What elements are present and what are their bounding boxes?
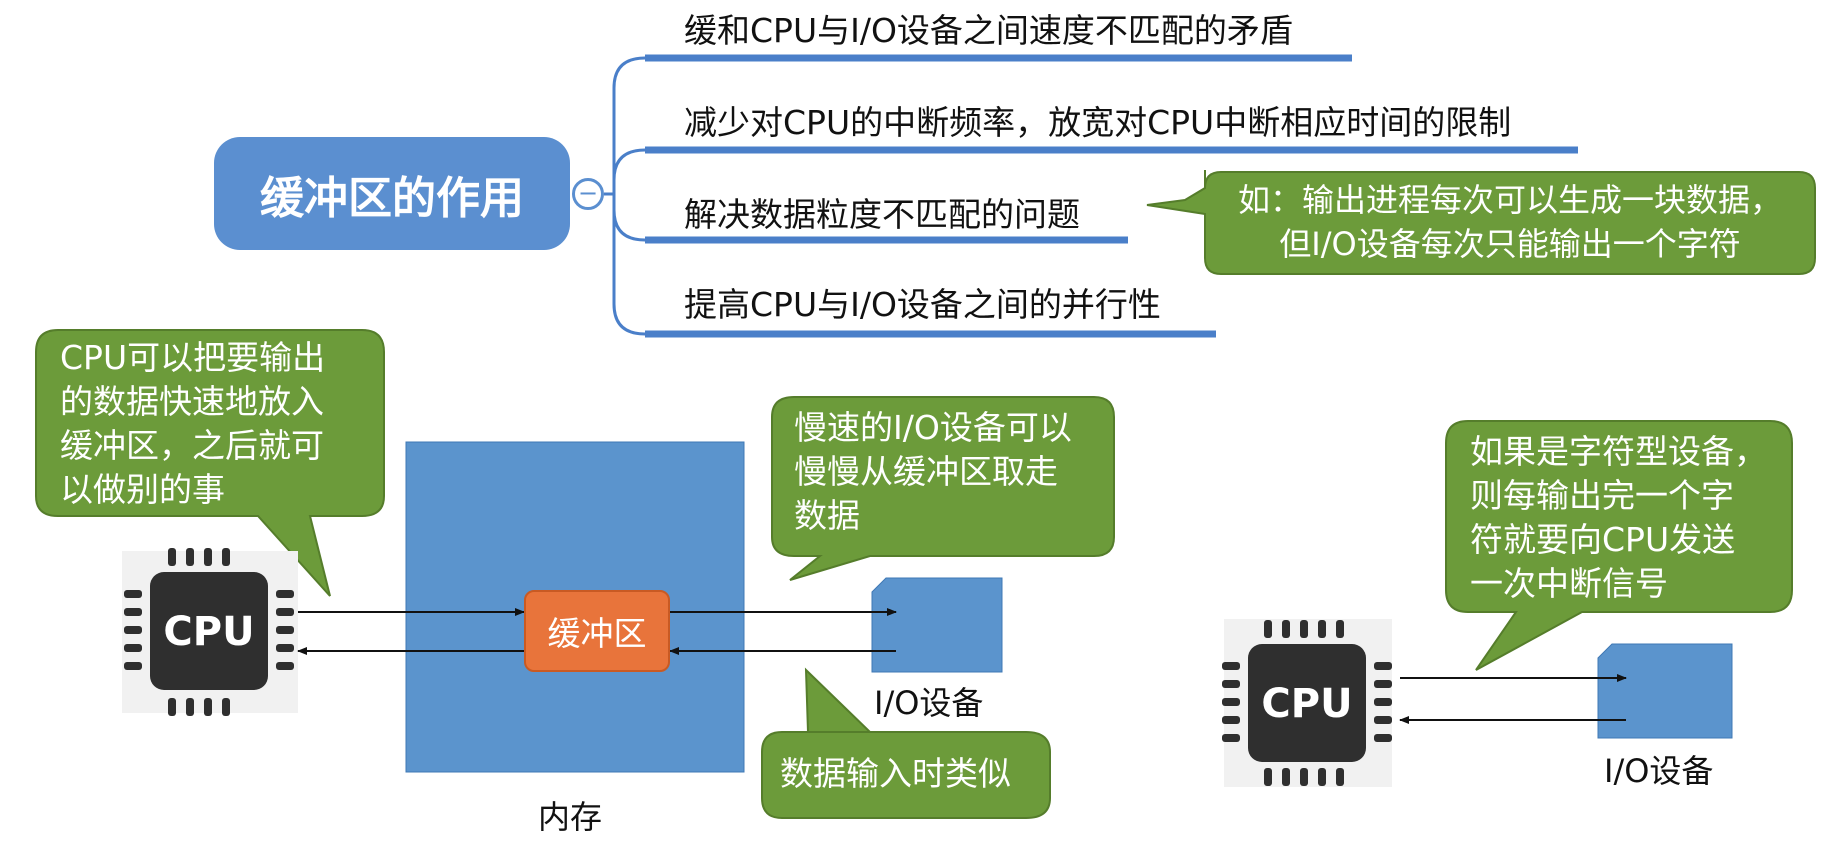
collapse-button[interactable]: − [572, 178, 604, 210]
branch-2[interactable]: 减少对CPU的中断频率，放宽对CPU中断相应时间的限制 [684, 103, 1512, 142]
cpu-label-right: CPU [1261, 681, 1352, 727]
bubble-line: 以做别的事 [60, 470, 225, 509]
buffer-box: 缓冲区 [524, 590, 670, 672]
buffer-label: 缓冲区 [547, 614, 647, 653]
bubble-line: CPU可以把要输出 [60, 338, 326, 377]
note-line: 但I/O设备每次只能输出一个字符 [1279, 225, 1741, 263]
branch-underlines [645, 54, 1578, 338]
cpu-chip-icon: CPU [122, 548, 298, 716]
bubble-line: 如果是字符型设备， [1470, 432, 1767, 471]
bubble-line: 则每输出完一个字 [1470, 476, 1734, 515]
note-bubble [1146, 169, 1816, 275]
input-bubble [761, 667, 1051, 819]
bubble-line: 慢速的I/O设备可以 [794, 408, 1072, 447]
cpu-bubble [35, 329, 385, 597]
memory-label: 内存 [538, 798, 603, 836]
right-bubble [1445, 420, 1793, 671]
bubble-line: 符就要向CPU发送 [1470, 520, 1736, 559]
mindmap-connectors [604, 56, 646, 336]
bubble-line: 的数据快速地放入 [60, 382, 324, 421]
branch-1[interactable]: 缓和CPU与I/O设备之间速度不匹配的矛盾 [684, 11, 1293, 50]
io-device-icon-right [1597, 643, 1733, 739]
memory-block [405, 441, 745, 773]
cpu-chip-icon-right: CPU [1222, 619, 1392, 787]
branch-4[interactable]: 提高CPU与I/O设备之间的并行性 [684, 285, 1161, 324]
input-bubble-text: 数据输入时类似 [780, 754, 1011, 793]
io-device-label-right: I/O设备 [1604, 752, 1714, 790]
branch-3[interactable]: 解决数据粒度不匹配的问题 [684, 195, 1080, 234]
right-bubble-text: 如果是字符型设备， 则每输出完一个字 符就要向CPU发送 一次中断信号 [1470, 430, 1786, 606]
note-text: 如：输出进程每次可以生成一块数据， 但I/O设备每次只能输出一个字符 [1208, 178, 1812, 266]
device-bubble [771, 396, 1115, 581]
root-label: 缓冲区的作用 [260, 172, 524, 224]
bubble-line: 缓冲区，之后就可 [60, 426, 324, 465]
cpu-label: CPU [163, 609, 254, 655]
data-flow-arrows-right [1399, 674, 1627, 724]
note-line: 如：输出进程每次可以生成一块数据， [1237, 181, 1782, 219]
root-node[interactable]: 缓冲区的作用 [214, 137, 570, 250]
bubble-line: 数据 [794, 496, 860, 535]
io-device-icon [871, 577, 1003, 673]
bubble-line: 一次中断信号 [1470, 564, 1668, 603]
bubble-line: 慢慢从缓冲区取走 [794, 452, 1058, 491]
data-flow-arrows [297, 608, 897, 655]
io-device-label: I/O设备 [874, 684, 984, 722]
device-bubble-text: 慢速的I/O设备可以 慢慢从缓冲区取走 数据 [794, 406, 1112, 538]
cpu-bubble-text: CPU可以把要输出 的数据快速地放入 缓冲区，之后就可 以做别的事 [60, 336, 380, 512]
